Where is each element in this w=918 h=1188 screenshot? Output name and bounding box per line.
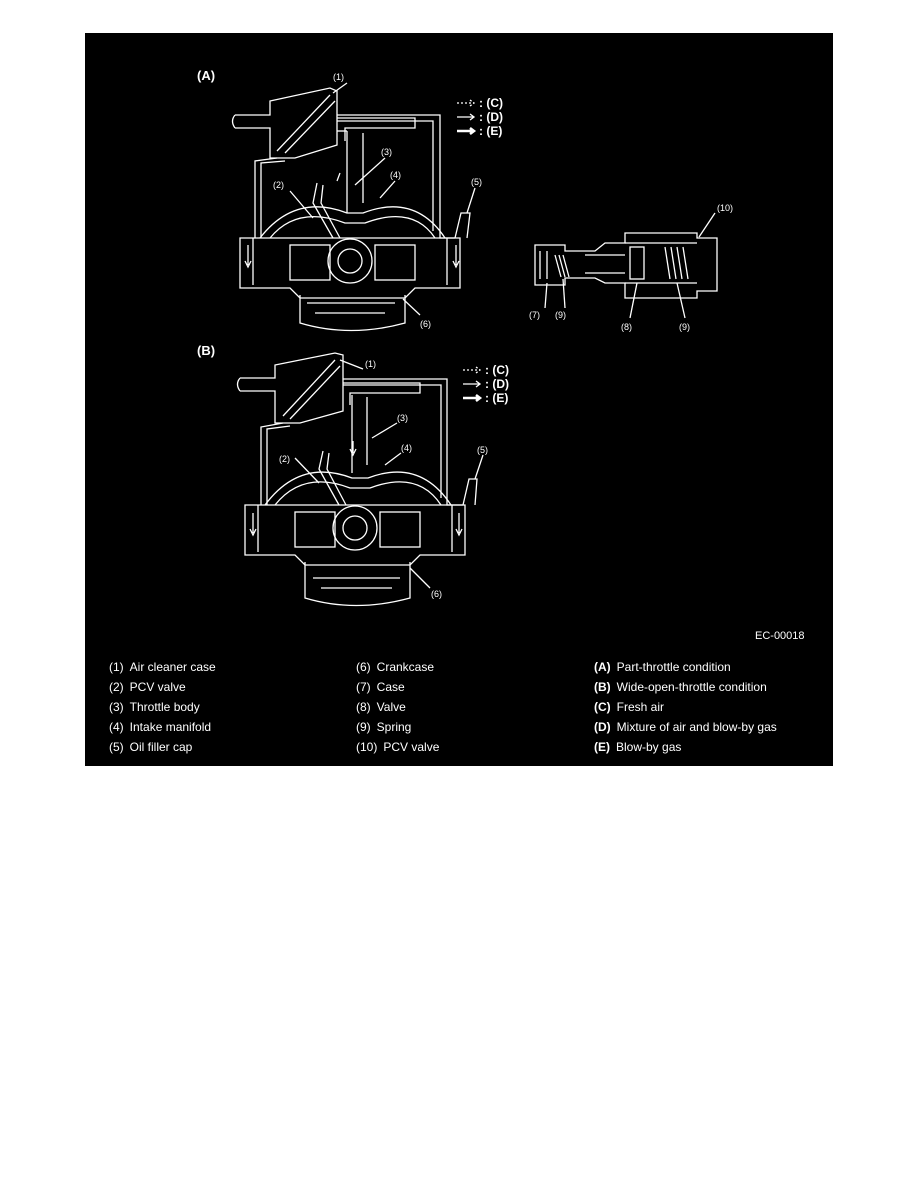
callout-2-b: (2) xyxy=(279,454,290,464)
callout-labels: (1) (3) (2) (4) (5) (6) (7) (9) (8) (9) … xyxy=(273,72,733,599)
panel-b-engine xyxy=(236,352,478,607)
legend-row: (9)Spring xyxy=(356,720,412,734)
flow-legend-arrows xyxy=(457,99,483,402)
legend-row: (5)Oil filler cap xyxy=(109,740,193,754)
callout-3-a: (3) xyxy=(381,147,392,157)
legend-row: (10)PCV valve xyxy=(356,740,440,754)
legend-row: (4)Intake manifold xyxy=(109,720,212,734)
callout-8: (8) xyxy=(621,322,632,332)
figure-code: EC-00018 xyxy=(755,630,805,642)
flow-key-e-a: : (E) xyxy=(479,124,502,138)
flow-key-d-b: : (D) xyxy=(485,377,509,391)
callout-10: (10) xyxy=(717,203,733,213)
legend-row: (E)Blow-by gas xyxy=(594,740,682,754)
pcv-system-diagram: (A) (B) : (C) : (D) : (E) : (C) : (D) : … xyxy=(85,33,833,766)
flow-key-e-b: : (E) xyxy=(485,391,508,405)
callout-5-a: (5) xyxy=(471,177,482,187)
panel-b-label: (B) xyxy=(197,343,215,358)
leader-lines xyxy=(289,82,716,589)
legend-row: (3)Throttle body xyxy=(109,700,200,714)
legend-row: (7)Case xyxy=(356,680,405,694)
callout-1-b: (1) xyxy=(365,359,376,369)
callout-2-a: (2) xyxy=(273,180,284,190)
legend-row: (2)PCV valve xyxy=(109,680,186,694)
legend-column-parts-2: (6)Crankcase (7)Case (8)Valve (9)Spring … xyxy=(356,657,439,757)
callout-5-b: (5) xyxy=(477,445,488,455)
callout-4-a: (4) xyxy=(390,170,401,180)
legend-column-conditions: (A)Part-throttle condition (B)Wide-open-… xyxy=(594,657,777,757)
diagram-svg: (A) (B) : (C) : (D) : (E) : (C) : (D) : … xyxy=(197,68,805,642)
legend-row: (B)Wide-open-throttle condition xyxy=(594,680,767,694)
legend-row: (A)Part-throttle condition xyxy=(594,660,731,674)
panel-a-engine xyxy=(231,87,471,332)
callout-6-b: (6) xyxy=(431,589,442,599)
callout-7: (7) xyxy=(529,310,540,320)
legend-row: (6)Crankcase xyxy=(356,660,435,674)
callout-1-a: (1) xyxy=(333,72,344,82)
flow-key-c-a: : (C) xyxy=(479,96,503,110)
pcv-valve-detail xyxy=(534,232,718,299)
legend-row: (D)Mixture of air and blow-by gas xyxy=(594,720,777,734)
legend-row: (1)Air cleaner case xyxy=(109,660,216,674)
flow-key-c-b: : (C) xyxy=(485,363,509,377)
callout-6-a: (6) xyxy=(420,319,431,329)
flow-key-d-a: : (D) xyxy=(479,110,503,124)
callout-9-left: (9) xyxy=(555,310,566,320)
legend-column-parts-1: (1)Air cleaner case (2)PCV valve (3)Thro… xyxy=(109,657,216,757)
panel-a-label: (A) xyxy=(197,68,215,83)
legend-row: (8)Valve xyxy=(356,700,406,714)
callout-3-b: (3) xyxy=(397,413,408,423)
callout-9-right: (9) xyxy=(679,322,690,332)
legend-row: (C)Fresh air xyxy=(594,700,665,714)
callout-4-b: (4) xyxy=(401,443,412,453)
